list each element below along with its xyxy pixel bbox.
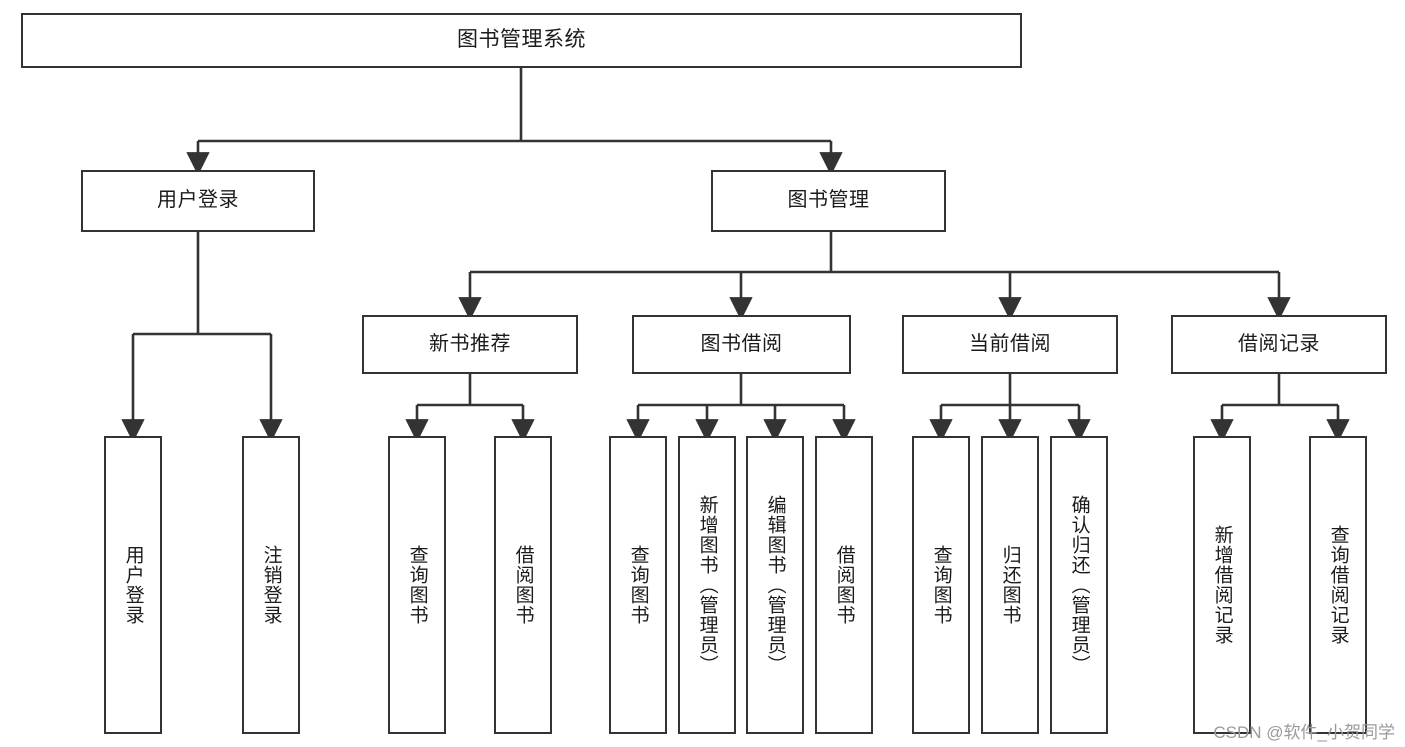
node-new-book-rec-label: 新书推荐 — [429, 332, 511, 355]
node-new-book-rec[interactable]: 新书推荐 — [362, 315, 578, 374]
node-leaf-user-login-1-label: 用户登录 — [122, 545, 144, 625]
node-user-login[interactable]: 用户登录 — [81, 170, 315, 232]
node-leaf-new-book-rec-1[interactable]: 查询图书 — [388, 436, 446, 734]
node-leaf-book-borrow-1-label: 查询图书 — [627, 545, 649, 625]
watermark: CSDN @软件_小贺同学 — [1213, 723, 1395, 742]
node-leaf-current-borrow-2-label: 归还图书 — [999, 545, 1021, 625]
node-root[interactable]: 图书管理系统 — [21, 13, 1022, 68]
node-book-borrow[interactable]: 图书借阅 — [632, 315, 851, 374]
node-leaf-new-book-rec-1-label: 查询图书 — [406, 545, 428, 625]
node-leaf-user-login-1[interactable]: 用户登录 — [104, 436, 162, 734]
node-leaf-book-borrow-2[interactable]: 新增图书（管理员） — [678, 436, 736, 734]
node-leaf-current-borrow-2[interactable]: 归还图书 — [981, 436, 1039, 734]
node-borrow-record[interactable]: 借阅记录 — [1171, 315, 1387, 374]
node-borrow-record-label: 借阅记录 — [1238, 332, 1320, 355]
node-user-login-label: 用户登录 — [157, 189, 239, 212]
node-leaf-book-borrow-1[interactable]: 查询图书 — [609, 436, 667, 734]
node-leaf-new-book-rec-2-label: 借阅图书 — [512, 545, 534, 625]
node-leaf-borrow-record-2-label: 查询借阅记录 — [1327, 525, 1349, 645]
node-leaf-user-login-2[interactable]: 注销登录 — [242, 436, 300, 734]
node-leaf-book-borrow-2-label: 新增图书（管理员） — [696, 495, 718, 675]
node-current-borrow[interactable]: 当前借阅 — [902, 315, 1118, 374]
node-leaf-borrow-record-1[interactable]: 新增借阅记录 — [1193, 436, 1251, 734]
node-leaf-book-borrow-4-label: 借阅图书 — [833, 545, 855, 625]
node-leaf-book-borrow-4[interactable]: 借阅图书 — [815, 436, 873, 734]
node-current-borrow-label: 当前借阅 — [969, 332, 1051, 355]
node-leaf-user-login-2-label: 注销登录 — [260, 545, 282, 625]
node-leaf-borrow-record-2[interactable]: 查询借阅记录 — [1309, 436, 1367, 734]
node-leaf-current-borrow-3-label: 确认归还（管理员） — [1068, 495, 1090, 675]
node-leaf-book-borrow-3-label: 编辑图书（管理员） — [764, 495, 786, 675]
node-leaf-borrow-record-1-label: 新增借阅记录 — [1211, 525, 1233, 645]
node-leaf-book-borrow-3[interactable]: 编辑图书（管理员） — [746, 436, 804, 734]
node-leaf-current-borrow-1-label: 查询图书 — [930, 545, 952, 625]
node-leaf-current-borrow-1[interactable]: 查询图书 — [912, 436, 970, 734]
node-root-label: 图书管理系统 — [457, 28, 586, 52]
node-book-borrow-label: 图书借阅 — [700, 332, 783, 355]
node-book-manage-label: 图书管理 — [787, 189, 870, 212]
node-book-manage[interactable]: 图书管理 — [711, 170, 946, 232]
node-leaf-new-book-rec-2[interactable]: 借阅图书 — [494, 436, 552, 734]
node-leaf-current-borrow-3[interactable]: 确认归还（管理员） — [1050, 436, 1108, 734]
